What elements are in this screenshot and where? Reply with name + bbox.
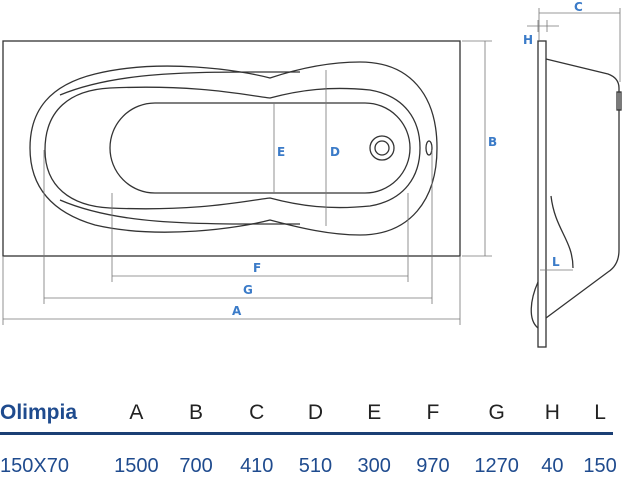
- rim-curve: [59, 199, 301, 225]
- tub-rim: [29, 61, 438, 236]
- bathtub-technical-drawing: E D B F G A C H L: [2, 0, 622, 348]
- header-F: F: [426, 401, 440, 424]
- value-E: 300: [357, 454, 391, 477]
- tub-basin: [109, 102, 411, 194]
- header-C: C: [249, 401, 265, 424]
- value-A: 1500: [114, 454, 159, 477]
- label-A: A: [232, 304, 242, 318]
- tub-body-profile: [545, 58, 620, 319]
- label-L: L: [552, 255, 560, 269]
- label-C: C: [574, 0, 583, 14]
- model-name: Olimpia: [0, 401, 78, 424]
- drain-inner: [374, 140, 390, 156]
- rim-curve: [59, 71, 301, 96]
- overflow-side: [616, 91, 622, 111]
- side-view: C H L: [523, 0, 622, 348]
- header-G: G: [488, 401, 505, 424]
- table-divider: [0, 432, 613, 435]
- value-B: 700: [179, 454, 213, 477]
- header-D: D: [307, 401, 324, 424]
- label-B: B: [488, 135, 497, 149]
- value-D: 510: [298, 454, 333, 477]
- table-header-row: Olimpia A B C D E F G H L: [0, 398, 625, 428]
- label-H: H: [523, 33, 533, 47]
- top-view: E D B F G A: [2, 40, 497, 325]
- table-row: 150X70 1500 700 410 510 300 970 1270 40 …: [0, 451, 625, 481]
- header-B: B: [189, 401, 204, 424]
- tub-inner-rim: [44, 86, 421, 210]
- label-G: G: [243, 283, 253, 297]
- dimensions-table: Olimpia A B C D E F G H L 150X70 1500 70…: [0, 398, 625, 481]
- header-L: L: [594, 401, 606, 424]
- overflow-icon: [425, 140, 433, 156]
- label-D: D: [330, 145, 340, 159]
- label-F: F: [253, 261, 261, 275]
- header-E: E: [367, 401, 382, 424]
- value-H: 40: [541, 454, 564, 477]
- value-G: 1270: [474, 454, 519, 477]
- side-curve: [530, 281, 539, 329]
- header-A: A: [129, 401, 144, 424]
- model-size: 150X70: [0, 454, 69, 477]
- tub-outline: [2, 40, 461, 257]
- label-E: E: [277, 145, 285, 159]
- drain-icon: [369, 135, 395, 161]
- side-curve: [550, 195, 574, 269]
- value-C: 410: [240, 454, 274, 477]
- tub-rim-plate: [537, 40, 547, 348]
- value-L: 150: [583, 454, 617, 477]
- value-F: 970: [416, 454, 450, 477]
- header-H: H: [544, 401, 560, 424]
